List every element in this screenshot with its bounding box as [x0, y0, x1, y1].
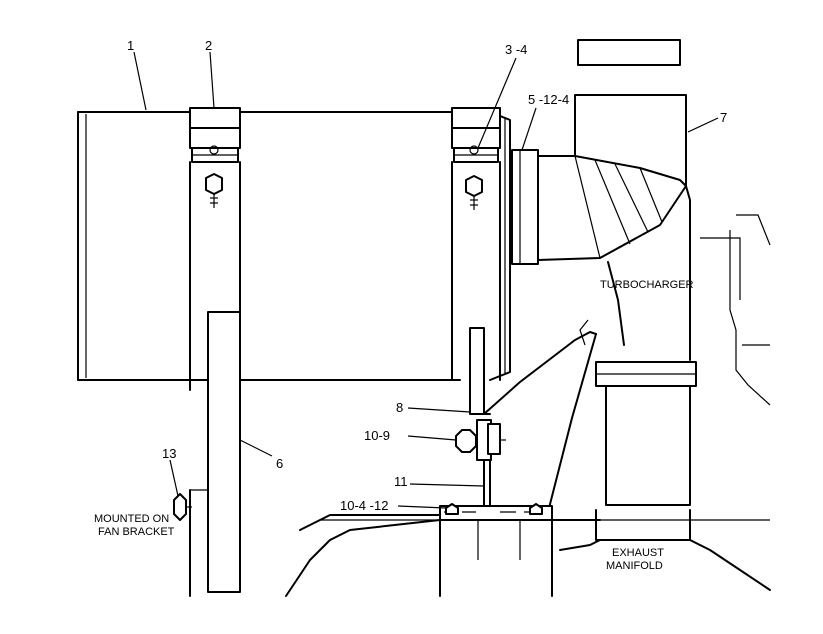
right-clamp-band: [451, 107, 501, 381]
manifold-label: MANIFOLD: [606, 560, 663, 572]
left-clamp-band: [189, 107, 241, 391]
callout-7: 7: [720, 110, 727, 125]
blank-label-box: [577, 39, 681, 66]
base-plate: [439, 503, 553, 521]
plate-nut-left: [445, 503, 459, 515]
callout-1: 1: [127, 38, 134, 53]
turbocharger-label: TURBOCHARGER: [600, 279, 694, 291]
plate-nut-right: [529, 503, 543, 515]
right-clamp-nut: [465, 175, 483, 197]
support-bracket: [469, 327, 597, 513]
callout-8: 8: [396, 400, 403, 415]
lower-bracket: [455, 419, 506, 513]
bracket-nut: [455, 429, 477, 453]
air-cleaner-canister: [77, 111, 461, 381]
mounted-on-label: MOUNTED ON: [94, 513, 169, 525]
callout-2: 2: [205, 38, 212, 53]
callout-11: 11: [394, 474, 408, 489]
callout-10-9: 10-9: [364, 428, 390, 443]
exhaust-manifold: [285, 509, 771, 597]
exhaust-label: EXHAUST: [612, 547, 664, 559]
leader-lines: [133, 51, 719, 509]
bracket-washer: [487, 423, 501, 455]
callout-5-12-4: 5 -12-4: [528, 92, 569, 107]
turbocharger-housing: [579, 185, 771, 506]
fan-bracket-strap: [189, 311, 241, 597]
left-clamp-nut: [205, 173, 223, 195]
callout-6: 6: [276, 456, 283, 471]
fan-bracket-label: FAN BRACKET: [98, 526, 175, 538]
callout-10-4-12: 10-4 -12: [340, 498, 388, 513]
callout-13: 13: [162, 446, 176, 461]
callout-3-4: 3 -4: [505, 42, 527, 57]
mounting-bolt: [173, 493, 192, 521]
outlet-hose-elbow: [511, 94, 687, 265]
